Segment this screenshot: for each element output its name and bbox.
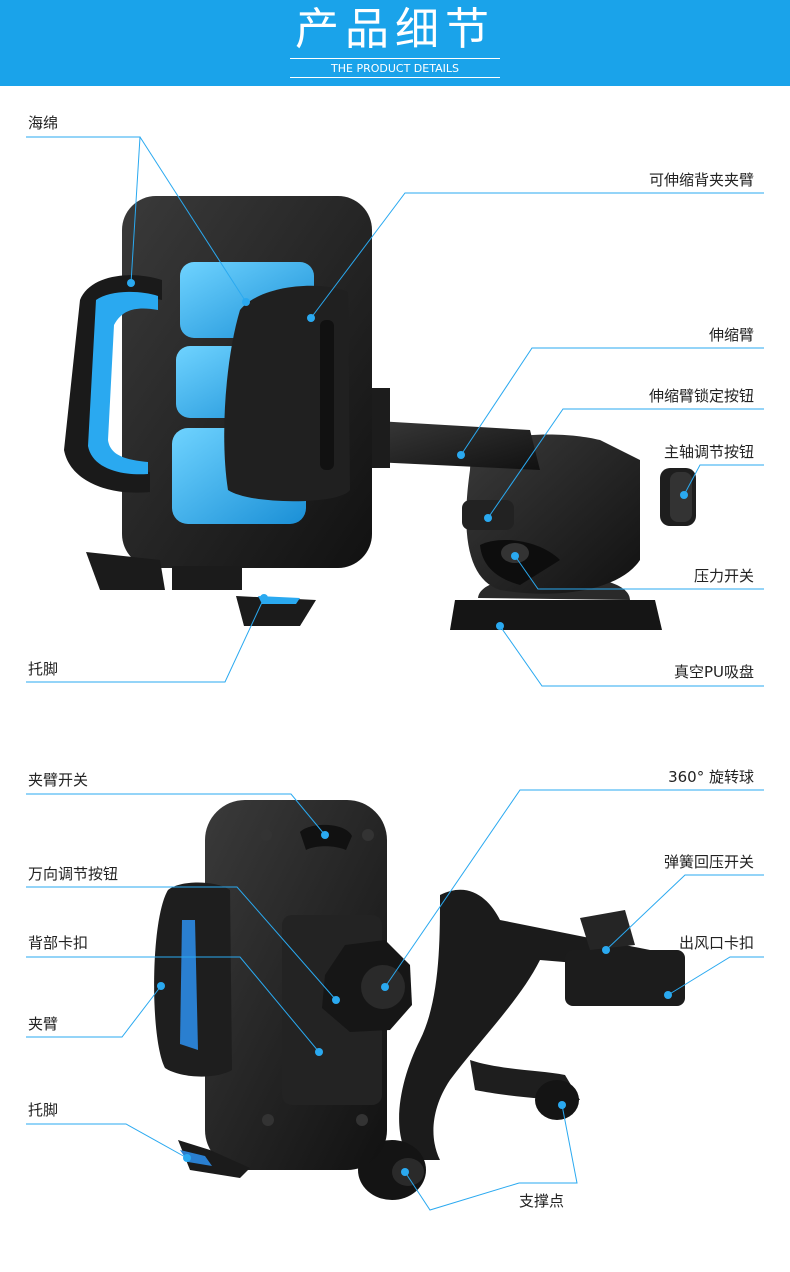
- title-divider-top: [290, 58, 500, 59]
- label-spring-return-switch: 弹簧回压开关: [663, 853, 754, 871]
- page-title: 产品细节: [295, 4, 495, 55]
- header-banner: 产品细节 THE PRODUCT DETAILS: [0, 0, 790, 86]
- label-ball-360: 360° 旋转球: [668, 768, 754, 786]
- label-support-points: 支撑点: [519, 1192, 565, 1210]
- title-divider-bottom: [290, 77, 500, 78]
- top-leader-dots: [127, 279, 688, 630]
- top-leader-lines: [26, 136, 764, 687]
- label-clamp-arm-switch: 夹臂开关: [28, 771, 89, 789]
- label-sponge: 海绵: [28, 114, 59, 132]
- label-telescopic-arm: 伸缩臂: [708, 326, 754, 344]
- label-pressure-switch: 压力开关: [693, 567, 754, 585]
- label-telescopic-arm-lock-button: 伸缩臂锁定按钮: [648, 387, 754, 405]
- label-foot-rest-bottom: 托脚: [28, 1101, 59, 1119]
- bottom-leader-lines: [26, 789, 764, 1211]
- label-universal-adjust-button: 万向调节按钮: [28, 865, 119, 883]
- label-telescopic-back-clamp-arm: 可伸缩背夹夹臂: [648, 171, 754, 189]
- label-clamp-arm: 夹臂: [28, 1015, 59, 1033]
- bottom-product-drawing: [154, 800, 685, 1200]
- label-vent-clip: 出风口卡扣: [678, 934, 754, 952]
- top-product-drawing: [64, 196, 696, 630]
- page-subtitle: THE PRODUCT DETAILS: [331, 62, 459, 75]
- label-vacuum-suction-cup: 真空PU吸盘: [673, 663, 754, 681]
- label-spindle-adjust-button: 主轴调节按钮: [663, 443, 754, 461]
- label-foot-rest-top: 托脚: [28, 660, 59, 678]
- label-back-buckle: 背部卡扣: [28, 934, 89, 952]
- bottom-leader-dots: [157, 831, 672, 1176]
